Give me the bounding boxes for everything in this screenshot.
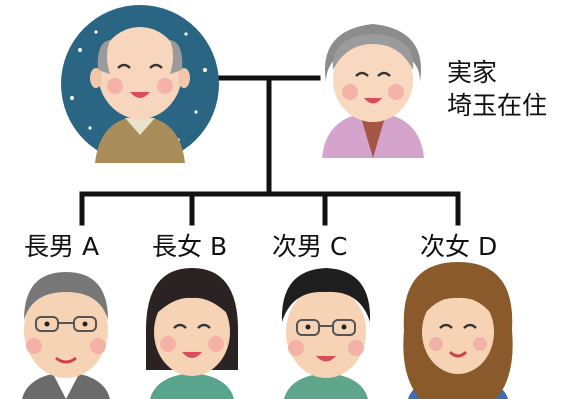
grandmother-illustration: [322, 24, 424, 158]
eldest-son-illustration: [22, 272, 110, 399]
child-label-second-son: 次男 C: [272, 232, 348, 261]
note-line-family-home: 実家: [447, 58, 498, 87]
second-daughter-illustration: [403, 262, 513, 399]
parents-location-note: 実家 埼玉在住: [447, 56, 547, 122]
child-label-second-daughter: 次女 D: [420, 232, 498, 261]
eldest-daughter-illustration: [146, 268, 238, 399]
child-label-eldest-daughter: 長女 B: [152, 232, 228, 261]
second-son-illustration: [281, 268, 371, 399]
child-label-eldest-son: 長男 A: [24, 232, 100, 261]
connector-lines: [79, 75, 461, 226]
grandfather-illustration: [61, 5, 219, 163]
note-line-residence: 埼玉在住: [447, 91, 548, 120]
